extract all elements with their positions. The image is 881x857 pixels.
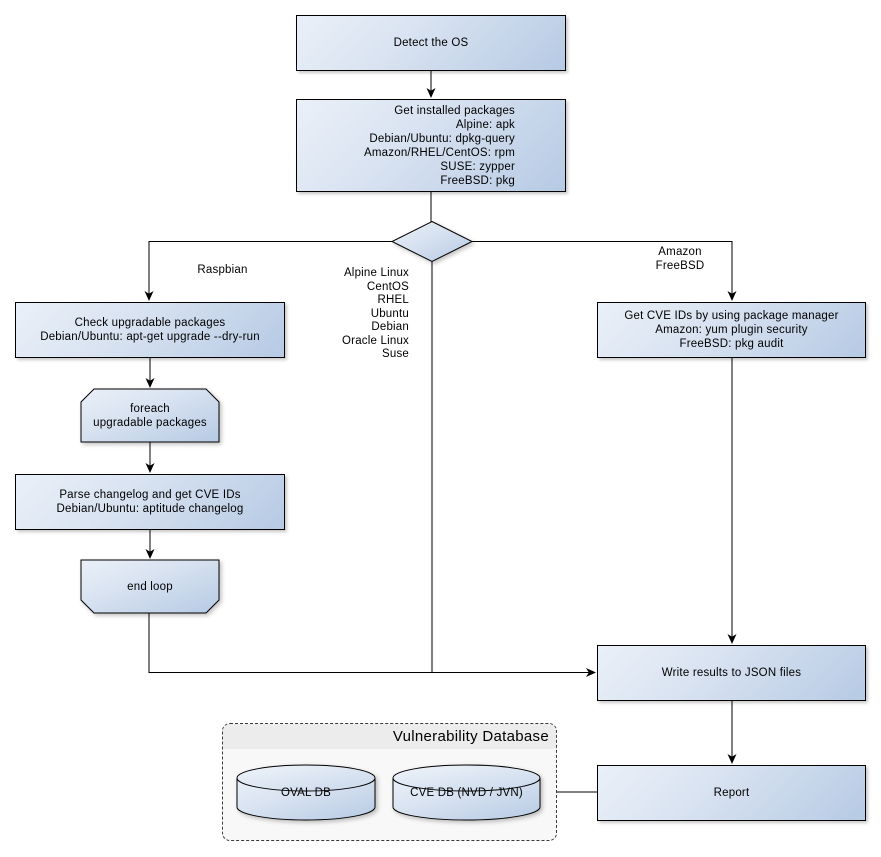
edge-endloop-to-write-results [148, 613, 596, 677]
vulnerability-database-title: Vulnerability Database [223, 724, 556, 749]
node-check-upgradable-packages: Check upgradable packages Debian/Ubuntu:… [15, 302, 285, 358]
node-detect-os: Detect the OS [296, 15, 566, 71]
edge-label-amazon-freebsd: Amazon FreeBSD [655, 246, 705, 272]
foreach-loop-shape [80, 388, 220, 443]
edge-label-os-list: Alpine Linux CentOS RHEL Ubuntu Debian O… [342, 267, 409, 360]
end-loop-shape [80, 559, 220, 614]
node-write-results: Write results to JSON files [597, 645, 866, 701]
edge-label-raspbian: Raspbian [197, 264, 248, 276]
node-get-installed-packages: Get installed packages Alpine: apk Debia… [296, 99, 566, 192]
node-report: Report [597, 765, 866, 821]
vulnerability-database-container: Vulnerability Database [222, 723, 557, 841]
end-loop-label: end loop [127, 580, 173, 593]
foreach-loop-label: foreach upgradable packages [93, 402, 207, 429]
node-parse-changelog: Parse changelog and get CVE IDs Debian/U… [15, 474, 285, 530]
node-get-cve-ids: Get CVE IDs by using package manager Ama… [597, 302, 866, 358]
os-decision-diamond [390, 220, 474, 263]
